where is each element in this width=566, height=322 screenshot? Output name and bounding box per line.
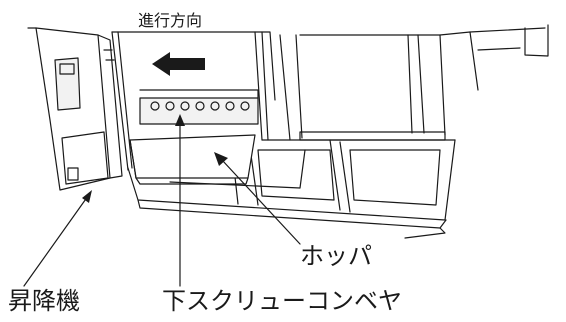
- leader-lines: [23, 114, 301, 287]
- lifter-label: 昇降機: [8, 287, 80, 315]
- lifter-unit: [27, 27, 123, 191]
- hopper-label: ホッパ: [300, 242, 372, 270]
- screw-conveyor-label: 下スクリューコンベヤ: [162, 287, 402, 315]
- screw-conveyor: [139, 89, 259, 125]
- main-frame: [111, 24, 549, 171]
- direction-label: 進行方向: [138, 11, 203, 30]
- hopper: [129, 134, 256, 185]
- direction-arrow-icon: [152, 52, 205, 76]
